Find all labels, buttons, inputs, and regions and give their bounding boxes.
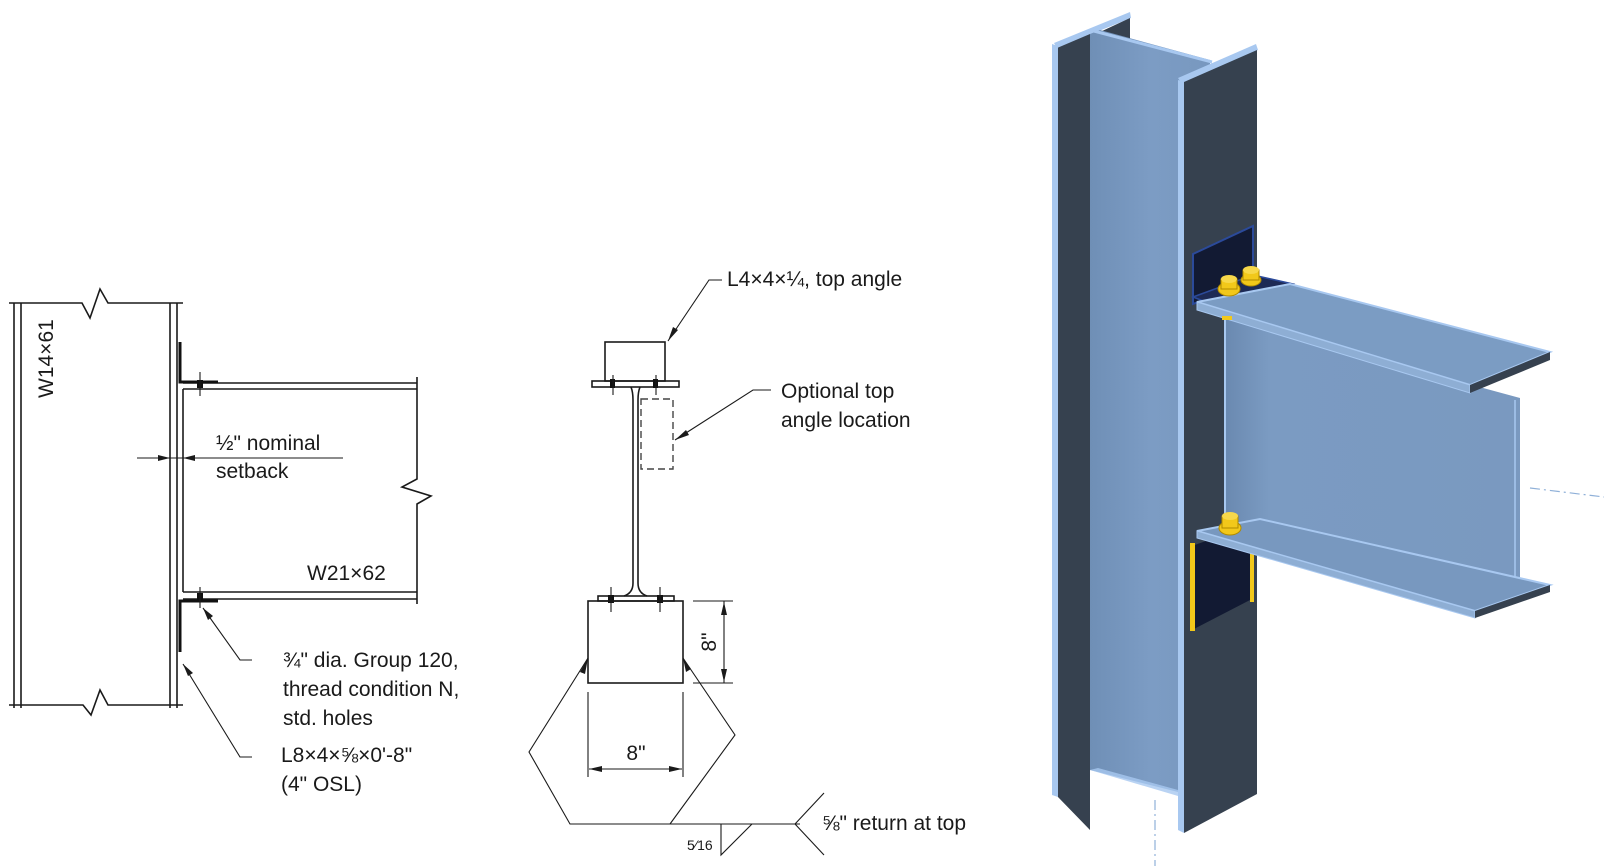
bolt-icon bbox=[1218, 512, 1242, 536]
break-line-beam bbox=[399, 377, 433, 604]
seat-angle-leader bbox=[182, 663, 252, 758]
bolt-note-line1: ¾" dia. Group 120, bbox=[283, 649, 459, 672]
setback-dimension bbox=[137, 455, 343, 461]
seat-angle-3d bbox=[1190, 525, 1254, 631]
elevation-view: W14×61 W21×62 ½" nominal setback ¾" dia.… bbox=[9, 287, 459, 796]
bolt-tail-icon bbox=[1222, 316, 1232, 320]
model-view bbox=[1052, 12, 1604, 866]
break-line-top bbox=[9, 287, 183, 320]
beam-3d bbox=[1196, 282, 1604, 619]
optional-label-line2: angle location bbox=[781, 409, 911, 432]
optional-label-line1: Optional top bbox=[781, 380, 894, 403]
bolt-leader bbox=[202, 607, 252, 661]
seat-angle-label-line2: (4" OSL) bbox=[281, 773, 362, 796]
column-elevation bbox=[9, 287, 183, 717]
bolt-icon bbox=[1217, 275, 1241, 297]
seat-angle-section bbox=[587, 600, 684, 684]
weld-tail bbox=[794, 792, 825, 856]
beam-label: W21×62 bbox=[307, 562, 386, 585]
beam-web-right bbox=[637, 386, 648, 597]
optional-angle-leader bbox=[674, 389, 771, 441]
weld-leader-right bbox=[669, 657, 736, 825]
section-view: L4×4×¼, top angle Optional top angle loc… bbox=[528, 268, 966, 857]
column-label: W14×61 bbox=[35, 319, 58, 398]
top-angle-label: L4×4×¼, top angle bbox=[727, 268, 902, 291]
optional-top-angle bbox=[640, 398, 674, 470]
setback-label-line1: ½" nominal bbox=[216, 432, 320, 455]
setback-label-line2: setback bbox=[216, 460, 289, 483]
bolt-icon bbox=[1240, 266, 1262, 287]
beam-elevation bbox=[178, 342, 433, 652]
weld-size-label: 5⁄16 bbox=[687, 837, 713, 853]
break-line-bottom bbox=[9, 688, 183, 717]
top-angle bbox=[178, 342, 218, 384]
bolt-note-line3: std. holes bbox=[283, 707, 373, 730]
beam-top-flange bbox=[591, 380, 680, 388]
seat-angle bbox=[178, 599, 218, 652]
bolt-note-line2: thread condition N, bbox=[283, 678, 459, 701]
weld-leader-left bbox=[528, 657, 800, 825]
top-angle-leader bbox=[667, 279, 722, 342]
beam-web-left bbox=[623, 386, 634, 597]
fillet-weld-symbol bbox=[720, 823, 753, 857]
height-dimension-label: 8" bbox=[698, 632, 721, 651]
weld-note-label: ⅝" return at top bbox=[822, 812, 966, 835]
seat-angle-label-line1: L8×4×⅝×0'-8" bbox=[281, 744, 412, 767]
bolts-3d bbox=[1217, 266, 1262, 536]
width-dimension-label: 8" bbox=[626, 742, 645, 765]
